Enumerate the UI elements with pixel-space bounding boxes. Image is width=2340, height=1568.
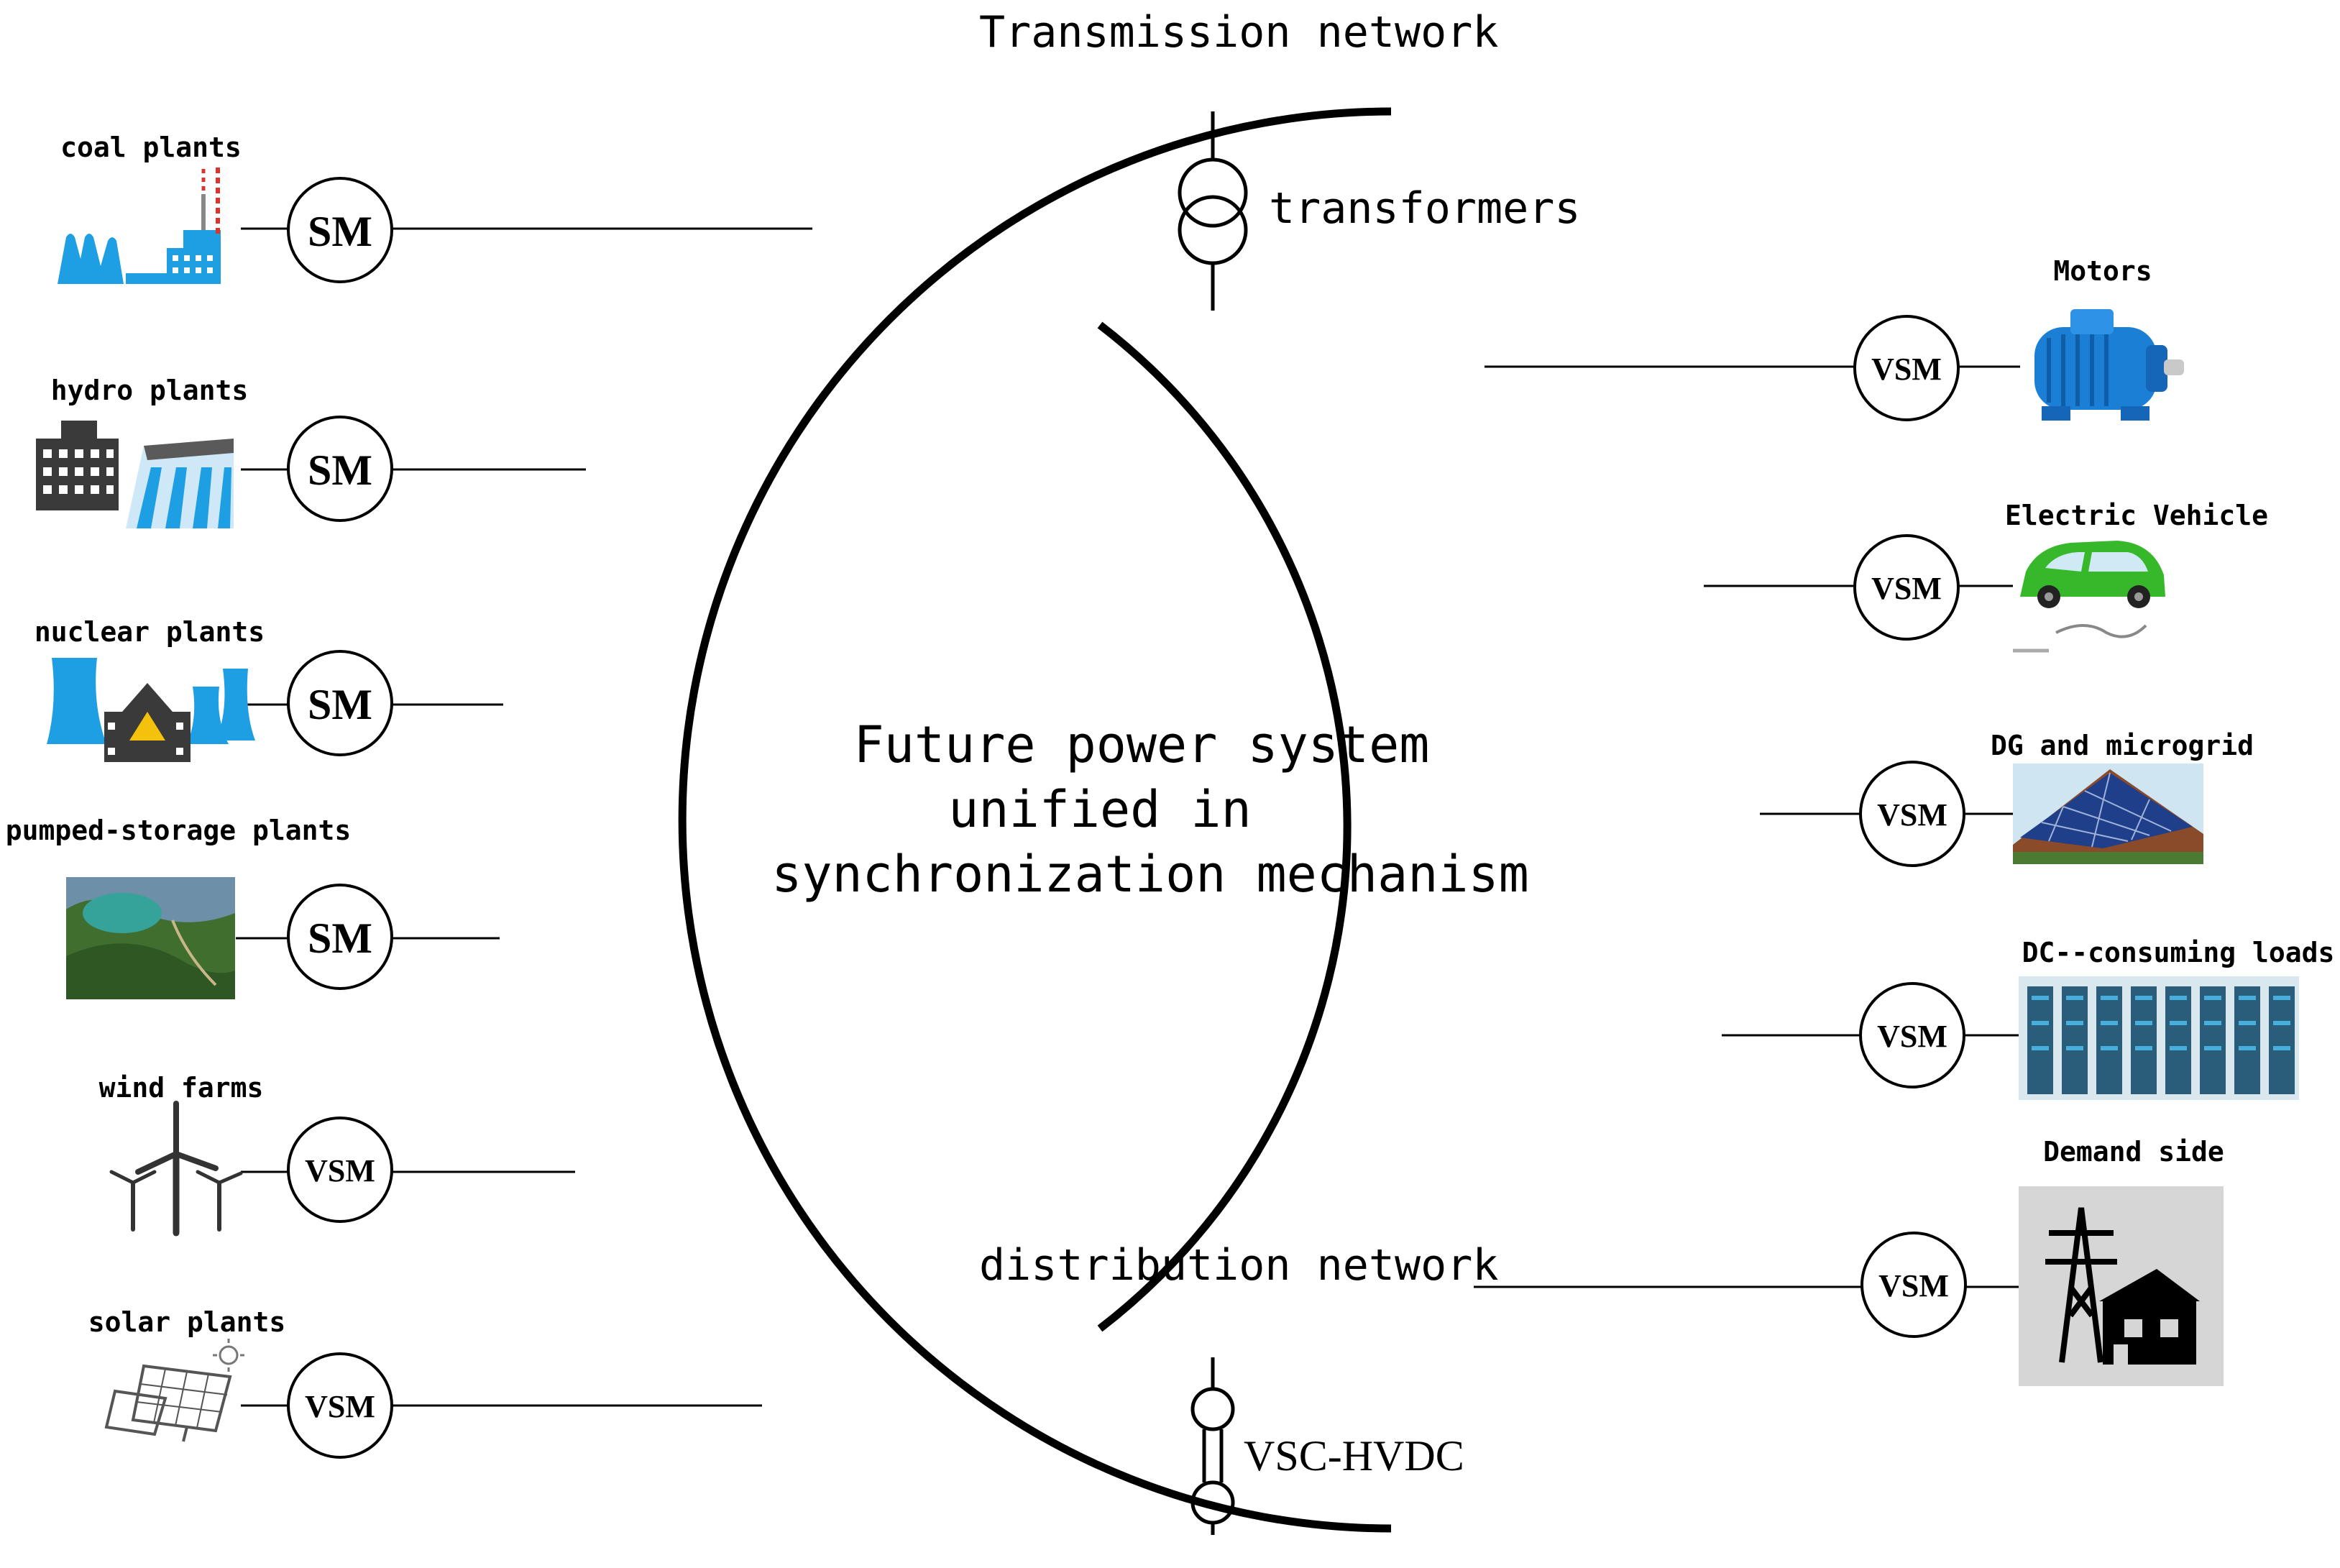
dc-machine-label: VSM <box>1877 1019 1947 1054</box>
pumped-machine-label: SM <box>308 914 372 962</box>
pumped-sm-circle <box>287 884 393 990</box>
motors-vsm-circle <box>1853 315 1960 421</box>
motors-machine-label: VSM <box>1871 352 1942 387</box>
electric-vehicle-label: Electric Vehicle <box>2005 500 2268 531</box>
hydro-machine-label: SM <box>308 446 372 494</box>
center-title-line3: synchronization mechanism <box>771 845 1529 904</box>
nuclear-machine-label: SM <box>308 681 372 728</box>
electric-vehicle-icon <box>2013 541 2165 653</box>
solar-plants-label: solar plants <box>88 1306 286 1338</box>
pylon-house-icon <box>2019 1186 2224 1386</box>
dg-microgrid-label: DG and microgrid <box>1991 730 2254 761</box>
coal-machine-label: SM <box>308 208 372 255</box>
pumped-storage-icon <box>66 877 235 999</box>
coal-plant-icon <box>58 165 221 284</box>
ev-machine-label: VSM <box>1871 571 1942 606</box>
vsc-hvdc-symbol <box>1190 1357 1235 1535</box>
nuclear-sm-circle <box>287 650 393 756</box>
dc-consuming-loads-label: DC--consuming loads <box>2022 937 2335 968</box>
demand-machine-label: VSM <box>1878 1268 1949 1303</box>
nuclear-plant-icon <box>47 658 255 762</box>
dg-machine-label: VSM <box>1877 797 1947 833</box>
wind-vsm-circle <box>287 1117 393 1223</box>
hydro-plant-icon <box>36 421 234 528</box>
center-title-line1: Future power system <box>854 715 1430 774</box>
distribution-network-label: distribution network <box>979 1240 1498 1290</box>
coal-sm-circle <box>287 177 393 283</box>
nuclear-plants-label: nuclear plants <box>35 616 265 648</box>
server-rack-icon <box>2019 976 2299 1100</box>
rooftop-solar-icon <box>2013 764 2203 864</box>
solar-panel-icon <box>104 1339 244 1442</box>
transmission-network-label: Transmission network <box>979 7 1498 58</box>
wind-machine-label: VSM <box>305 1153 375 1188</box>
main-ring-left-arc <box>679 107 1392 1533</box>
center-title-line2: unified in <box>948 780 1251 839</box>
transformer-symbol <box>1178 111 1248 311</box>
vsc-hvdc-label: VSC-HVDC <box>1244 1432 1464 1480</box>
transformers-label: transformers <box>1269 183 1580 234</box>
ev-vsm-circle <box>1853 534 1960 641</box>
pumped-storage-plants-label: pumped-storage plants <box>6 815 351 846</box>
coal-plants-label: coal plants <box>60 132 242 163</box>
motors-label: Motors <box>2053 255 2152 287</box>
demand-vsm-circle <box>1860 1232 1967 1338</box>
dc-vsm-circle <box>1859 982 1965 1088</box>
wind-farms-label: wind farms <box>99 1072 264 1104</box>
hydro-plants-label: hydro plants <box>51 375 249 406</box>
solar-vsm-circle <box>287 1352 393 1459</box>
hydro-sm-circle <box>287 416 393 522</box>
motor-icon <box>2034 309 2184 421</box>
dg-vsm-circle <box>1859 761 1965 867</box>
main-ring-right-arc <box>1097 321 1352 1332</box>
wind-turbine-icon <box>109 1101 243 1237</box>
solar-machine-label: VSM <box>305 1389 375 1424</box>
demand-side-label: Demand side <box>2043 1136 2224 1168</box>
